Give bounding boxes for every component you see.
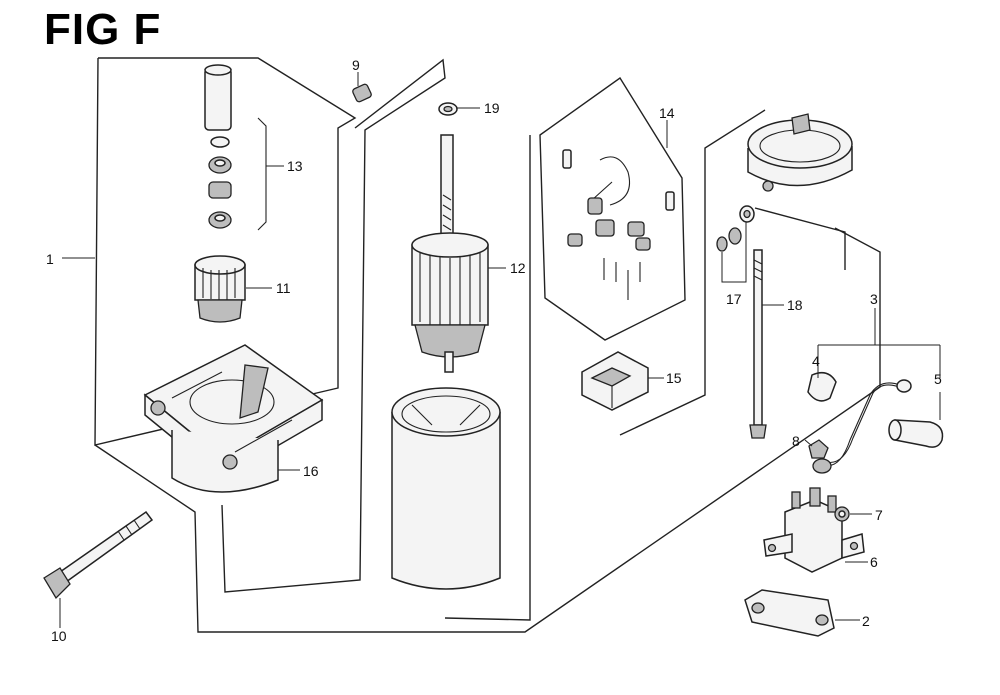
pinion-cap-part [352, 83, 372, 103]
callout-16: 16 [303, 463, 319, 479]
assembly-frames [94, 57, 881, 633]
yoke-housing-part [391, 387, 501, 590]
callout-14: 14 [659, 105, 675, 121]
armature-part [411, 134, 489, 373]
callout-8: 8 [792, 433, 800, 449]
washer-part [438, 102, 458, 116]
callout-10: 10 [51, 628, 67, 644]
hex-nut-part [834, 506, 850, 522]
callout-4: 4 [812, 353, 820, 369]
rear-cover-part [747, 113, 853, 192]
boot-part [888, 419, 944, 448]
callout-13: 13 [287, 158, 303, 174]
center-frame [444, 109, 766, 621]
housing-frame [221, 58, 446, 593]
sleeve-part [204, 64, 232, 131]
front-bracket-part [143, 344, 324, 493]
callout-12: 12 [510, 260, 526, 276]
callout-15: 15 [666, 370, 682, 386]
spring-stack-part [208, 117, 267, 231]
brush-kit-part [562, 149, 675, 300]
through-bolt-part [43, 510, 154, 600]
callout-3: 3 [870, 291, 878, 307]
callout-labels: 1 2 3 4 5 6 7 8 9 10 11 12 13 14 15 16 1… [46, 57, 942, 644]
bracket-plate-part [744, 589, 835, 637]
callout-2: 2 [862, 613, 870, 629]
callout-19: 19 [484, 100, 500, 116]
solenoid-part [763, 487, 865, 573]
brush-frame [539, 76, 686, 341]
cover-frame [754, 207, 846, 270]
callout-1: 1 [46, 251, 54, 267]
figure-title: FIG F [44, 5, 162, 54]
nut-part [808, 439, 829, 459]
lead-wire-part [812, 379, 912, 474]
pinion-gear-part [194, 255, 246, 323]
callout-6: 6 [870, 554, 878, 570]
callout-17: 17 [726, 291, 742, 307]
brush-holder-part [581, 351, 649, 411]
callout-11: 11 [276, 280, 291, 296]
leader-lines [59, 72, 941, 628]
terminal-cap-part [807, 371, 837, 402]
callout-5: 5 [934, 371, 942, 387]
nut-washer-part [716, 205, 755, 252]
callout-7: 7 [875, 507, 883, 523]
stud-bolt-part [749, 249, 767, 439]
callout-9: 9 [352, 57, 360, 73]
outer-frame-lower [94, 227, 881, 633]
callout-18: 18 [787, 297, 803, 313]
